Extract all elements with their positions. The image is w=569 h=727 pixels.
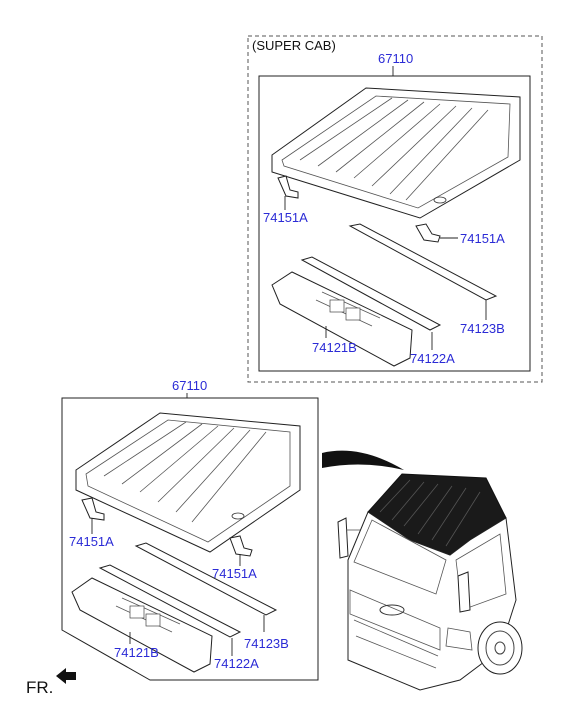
super-cab-bracket-left — [277, 175, 299, 199]
super-cab-dashed-frame — [247, 35, 543, 383]
standard-roof-panel — [75, 412, 301, 553]
standard-rail-front-label: 74123B — [244, 636, 289, 651]
standard-rail-front — [134, 542, 278, 616]
standard-bracket-right-label: 74151A — [212, 566, 257, 581]
super-cab-bracket-right — [415, 223, 441, 243]
super-cab-rail-rear-label: 74121B — [312, 340, 357, 355]
standard-rail-mid — [98, 564, 242, 638]
standard-bracket-right — [229, 535, 253, 557]
truck-illustration — [322, 450, 523, 691]
standard-bracket-left-label: 74151A — [69, 534, 114, 549]
standard-rail-rear-label: 74121B — [114, 645, 159, 660]
super-cab-frame — [258, 75, 531, 372]
front-direction-label: FR. — [26, 678, 53, 697]
standard-group: 67110 74151A 74151A — [61, 378, 319, 681]
super-cab-roof-label: 67110 — [378, 51, 413, 66]
standard-rail-rear — [71, 577, 213, 673]
super-cab-bracket-left-label: 74151A — [263, 210, 308, 225]
super-cab-rail-rear — [271, 271, 413, 367]
super-cab-rail-front — [348, 223, 498, 301]
front-direction-indicator: FR. — [26, 668, 76, 697]
super-cab-bracket-right-label: 74151A — [460, 231, 505, 246]
arrow-left-icon — [56, 668, 76, 684]
super-cab-roof-panel — [271, 87, 521, 219]
super-cab-rail-mid — [300, 256, 442, 331]
pointer-arrow — [322, 450, 404, 470]
super-cab-rail-front-label: 74123B — [460, 321, 505, 336]
super-cab-title: (SUPER CAB) — [252, 38, 336, 53]
super-cab-group: (SUPER CAB) 67110 74151A 74151A — [247, 35, 543, 383]
standard-roof-label: 67110 — [172, 378, 207, 393]
standard-bracket-left — [81, 497, 105, 521]
standard-frame — [61, 397, 319, 681]
super-cab-rail-mid-label: 74122A — [410, 351, 455, 366]
standard-rail-mid-label: 74122A — [214, 656, 259, 671]
